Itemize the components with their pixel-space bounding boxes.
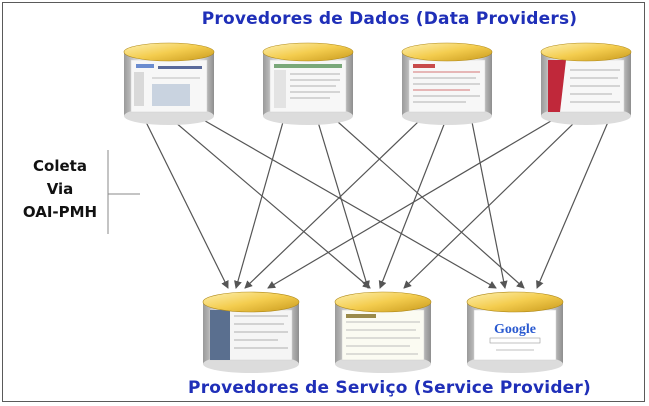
arrow-dp3-sp1 [244, 121, 419, 289]
data-providers-title: Provedores de Dados (Data Providers) [201, 9, 578, 29]
harvest-bracket [107, 150, 140, 234]
service-provider-1 [202, 291, 300, 373]
arrow-dp4-sp3 [536, 121, 609, 289]
arrow-dp1-sp3 [199, 117, 497, 289]
arrow-dp1-sp2 [174, 121, 371, 289]
google-logo-text: Google [494, 322, 536, 337]
arrow-dp2-sp3 [337, 121, 525, 289]
service-providers-title: Provedores de Serviço (Service Provider) [188, 378, 591, 398]
arrow-dp2-sp2 [317, 121, 370, 289]
data-provider-1 [123, 42, 215, 125]
service-provider-2 [334, 291, 432, 373]
harvest-label-line2: Via [46, 180, 74, 198]
arrow-dp3-sp3 [471, 121, 508, 289]
arrow-dp3-sp2 [378, 121, 446, 289]
service-provider-3: Google [466, 291, 564, 373]
harvest-label-line3: OAI-PMH [22, 203, 98, 221]
harvest-label: Coleta Via OAI-PMH [14, 155, 106, 224]
arrow-dp2-sp1 [234, 121, 284, 289]
data-provider-2 [262, 42, 354, 125]
data-provider-3 [401, 42, 493, 125]
data-provider-4 [540, 42, 632, 125]
harvest-label-line1: Coleta [33, 157, 87, 175]
arrow-dp4-sp2 [403, 121, 576, 289]
arrow-dp1-sp1 [144, 119, 229, 289]
arrow-dp4-sp1 [267, 117, 557, 289]
harvest-arrows [144, 117, 609, 289]
